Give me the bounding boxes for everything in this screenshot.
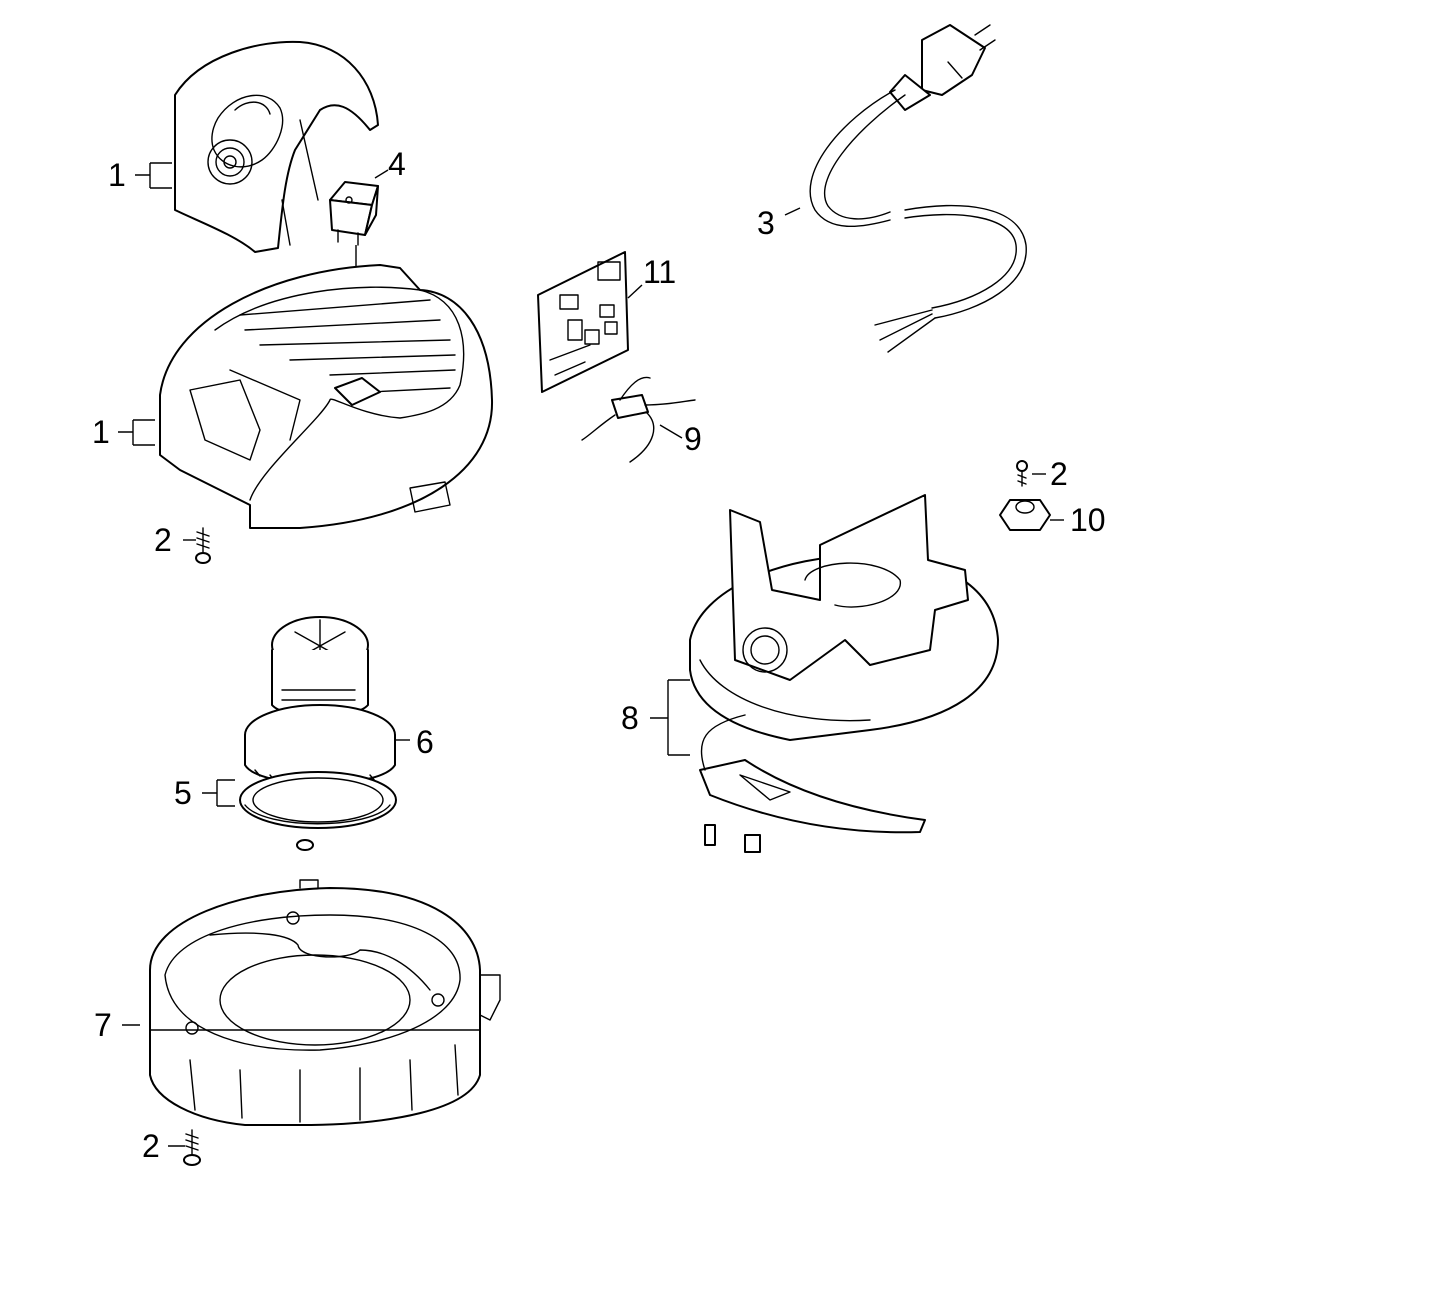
- callout-4: 4: [388, 146, 406, 182]
- part-screw: [195, 527, 211, 564]
- part-circuit-board: [537, 251, 629, 393]
- callout-9: 9: [684, 421, 702, 457]
- callout-1: 1: [92, 414, 110, 450]
- bracket-1b: [118, 419, 155, 446]
- part-bottom-housing: [149, 879, 501, 1126]
- bracket-1a: [135, 162, 172, 189]
- callout-7: 7: [94, 1007, 112, 1043]
- part-switch: [329, 181, 379, 246]
- callout-11: 11: [643, 254, 676, 290]
- part-vacuum-motor: [244, 616, 396, 787]
- part-screw: [1016, 460, 1028, 487]
- part-motor-housing-top: [159, 264, 494, 529]
- part-screw: [183, 1129, 201, 1166]
- callout-8: 8: [621, 700, 639, 736]
- callout-1: 1: [108, 157, 126, 193]
- callout-3: 3: [757, 205, 775, 241]
- part-motor-base: [689, 494, 999, 853]
- bracket-8: [650, 679, 690, 756]
- part-seal-ring: [239, 771, 397, 851]
- part-mounting-nut: [999, 499, 1051, 531]
- callout-2: 2: [154, 522, 172, 558]
- callout-10: 10: [1070, 502, 1106, 538]
- callout-2: 2: [1050, 456, 1068, 492]
- part-power-cord: [809, 24, 1027, 353]
- bracket-5: [202, 779, 235, 807]
- part-suppressor: [581, 376, 696, 463]
- callout-2: 2: [142, 1128, 160, 1164]
- callout-6: 6: [416, 724, 434, 760]
- callout-5: 5: [174, 775, 192, 811]
- part-handle-cover: [174, 40, 379, 253]
